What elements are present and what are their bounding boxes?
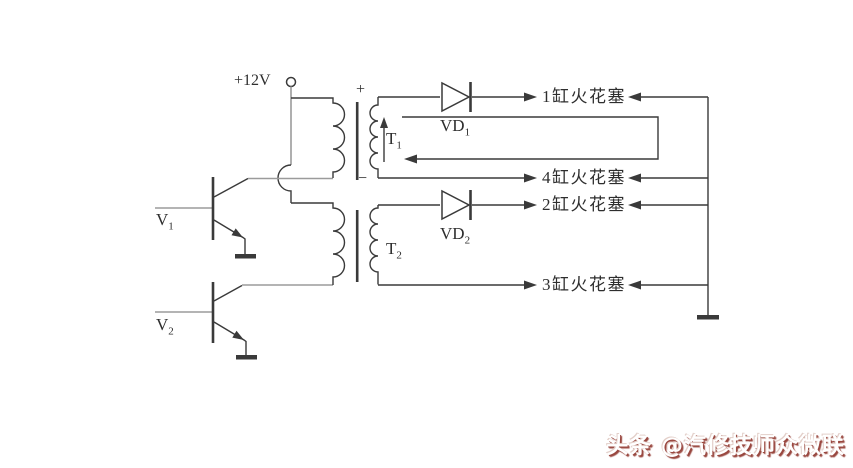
transistor-v2-symbol [155,282,333,360]
arrow-left [628,92,641,102]
arrow-right [524,200,537,210]
loop-wire [402,116,659,160]
transformer-t1-symbol [291,97,388,180]
polarity-plus-label: + [356,81,366,98]
spark-plug-line-1 [378,81,708,113]
vd2-sub: 2 [464,234,471,247]
t2-primary-coil [291,202,346,285]
arrow-left [628,200,641,210]
spark-plug-label-4: 4缸火花塞 [542,168,626,187]
watermark-text: 头条 @汽修技师众微联 [606,434,845,459]
supply-voltage-label: +12V [234,72,271,89]
v2-emitter-arrow [232,330,244,340]
supply-terminal-circle [285,76,297,88]
v1-ground-symbol [235,254,256,259]
transformer-t2-symbol [291,202,379,285]
spark-plug-line-3 [378,280,708,290]
t1-voltage-arrow-head [380,117,388,128]
diode-vd1-label: VD1 [440,116,470,142]
v1-emitter [213,219,246,254]
vd1-name: VD [440,116,465,135]
ground-bus [697,97,719,320]
supply-terminal [277,76,297,203]
transistor-v1-symbol [155,177,333,259]
spark-plug-label-1: 1缸火花塞 [542,87,626,106]
v2-ground-symbol [236,355,257,360]
v2-collector [213,284,243,302]
spark-plug-line-2 [378,189,708,221]
arrow-left [628,173,641,183]
transistor-v1-label: V1 [156,210,174,236]
t1-sub: 1 [396,139,402,152]
spark-plug-label-3: 3缸火花塞 [542,275,626,294]
transformer-t2-label: T2 [386,239,402,265]
t1-name: T [386,129,397,148]
bus-ground-symbol [697,315,719,320]
arrow-left [628,280,641,290]
loop-arrow-left [404,154,417,164]
arrow-right [524,173,537,183]
v2-name: V [156,315,169,334]
t1-primary-coil [291,97,346,178]
diode-vd1-symbol [441,81,471,113]
v2-emitter [213,321,247,355]
vd2-name: VD [440,224,465,243]
v1-collector [213,177,249,198]
arrow-right [524,280,537,290]
diode-vd2-symbol [441,189,471,221]
wire-hop [277,164,292,203]
polarity-minus-label: − [358,170,368,187]
vd1-sub: 1 [464,126,471,139]
t2-name: T [386,239,397,258]
t1-secondary-coil [369,97,379,178]
spark-plug-line-4 [378,173,708,183]
current-loop-annotation [402,116,659,164]
arrow-right [524,92,537,102]
v1-sub: 1 [168,220,174,233]
diode-vd2-label: VD2 [440,224,470,250]
v1-emitter-arrow [231,228,243,238]
v2-sub: 2 [168,325,174,338]
t2-sub: 2 [396,249,402,262]
t2-secondary-coil [369,205,379,285]
transistor-v2-label: V2 [156,315,174,341]
transformer-t1-label: T1 [386,129,402,155]
spark-plug-label-2: 2缸火花塞 [542,195,626,214]
v1-name: V [156,210,169,229]
